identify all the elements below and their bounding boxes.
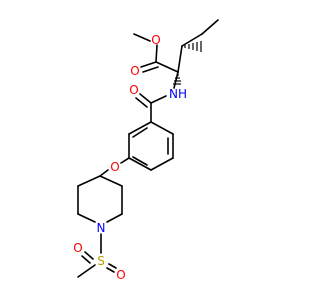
bond-ring-inner-2 bbox=[132, 156, 148, 166]
stereo-hash-nh bbox=[173, 74, 181, 85]
atom-o-sulfonyl-left: O bbox=[73, 241, 82, 255]
bond-cbeta-calpha bbox=[177, 45, 183, 73]
bond-amide-double-2 bbox=[135, 97, 148, 108]
stereo-hash-methyl bbox=[184, 41, 202, 52]
bond-so-left-1 bbox=[84, 251, 94, 260]
bond-nh-camide bbox=[150, 95, 167, 104]
atom-o-carbonyl-ester: O bbox=[130, 64, 139, 78]
atom-n-piperidine: N bbox=[97, 221, 106, 235]
atom-o-carbonyl-amide: O bbox=[129, 83, 138, 97]
bond-amide-double-1 bbox=[139, 93, 152, 104]
bond-calpha-ccarbonyl bbox=[155, 61, 179, 73]
bond-pip-4 bbox=[106, 213, 123, 223]
bond-so-right-1 bbox=[108, 263, 117, 269]
atom-o-ether: O bbox=[110, 160, 119, 174]
bond-ring-3 bbox=[150, 157, 174, 171]
bond-ester-double-2 bbox=[142, 66, 159, 73]
atom-nh-amide: NH bbox=[169, 87, 187, 101]
atom-s-sulfonyl: S bbox=[97, 254, 105, 268]
bond-c-omethoxy bbox=[155, 44, 158, 63]
bond-so-left-2 bbox=[81, 255, 91, 264]
bond-ethyl-ch3 bbox=[201, 19, 219, 35]
bond-omethoxy-ch3 bbox=[133, 33, 151, 42]
bond-ethyl-ch2 bbox=[181, 33, 203, 47]
bond-ring-1 bbox=[150, 121, 174, 135]
molecule-structure: O O NH O O N S O O bbox=[73, 19, 219, 282]
bond-ring-4 bbox=[128, 157, 152, 171]
bond-ring-oether bbox=[120, 157, 130, 164]
atom-o-sulfonyl-right: O bbox=[116, 268, 125, 282]
bond-set bbox=[77, 19, 219, 278]
bond-ester-double-1 bbox=[140, 61, 157, 68]
bond-so-right-2 bbox=[106, 267, 115, 273]
bond-pip-6 bbox=[99, 175, 123, 187]
atom-o-methoxy: O bbox=[151, 33, 160, 47]
bond-s-ch3 bbox=[77, 264, 96, 278]
bond-pip-3 bbox=[77, 213, 96, 223]
bond-pip-1 bbox=[77, 175, 101, 187]
bond-ring-6 bbox=[128, 121, 152, 135]
bond-oether-c4 bbox=[99, 169, 109, 177]
bond-ring-inner-3 bbox=[132, 127, 148, 138]
